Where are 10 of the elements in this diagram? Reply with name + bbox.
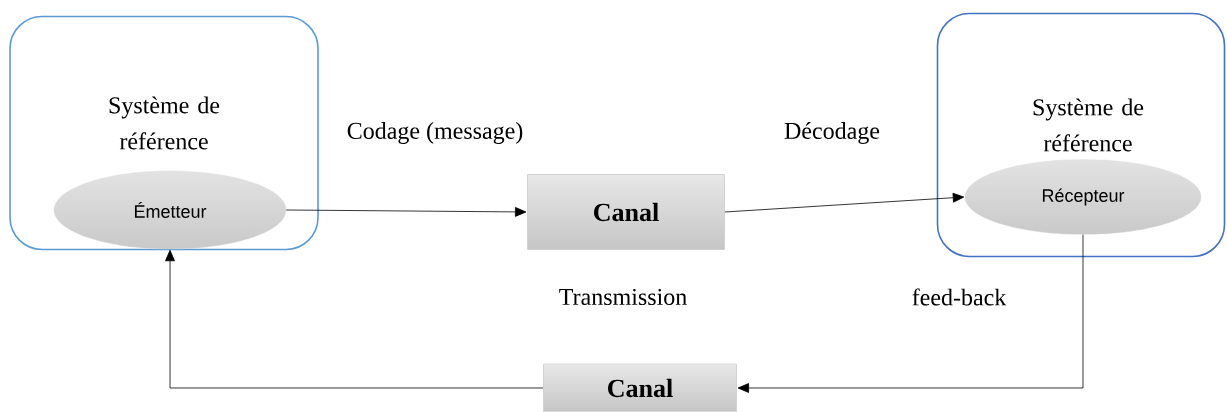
arrow [737, 234, 1084, 393]
arrow [285, 207, 527, 217]
caption-text: Décodage [784, 122, 880, 144]
arrow [724, 192, 965, 213]
arrow [165, 249, 544, 389]
channel-box: Canal [543, 363, 737, 412]
caption-text: Codage (message) [347, 122, 523, 144]
caption-text: feed-back [912, 288, 1007, 306]
channel-box: Canal [527, 174, 725, 250]
caption-text: Transmission [559, 288, 687, 306]
